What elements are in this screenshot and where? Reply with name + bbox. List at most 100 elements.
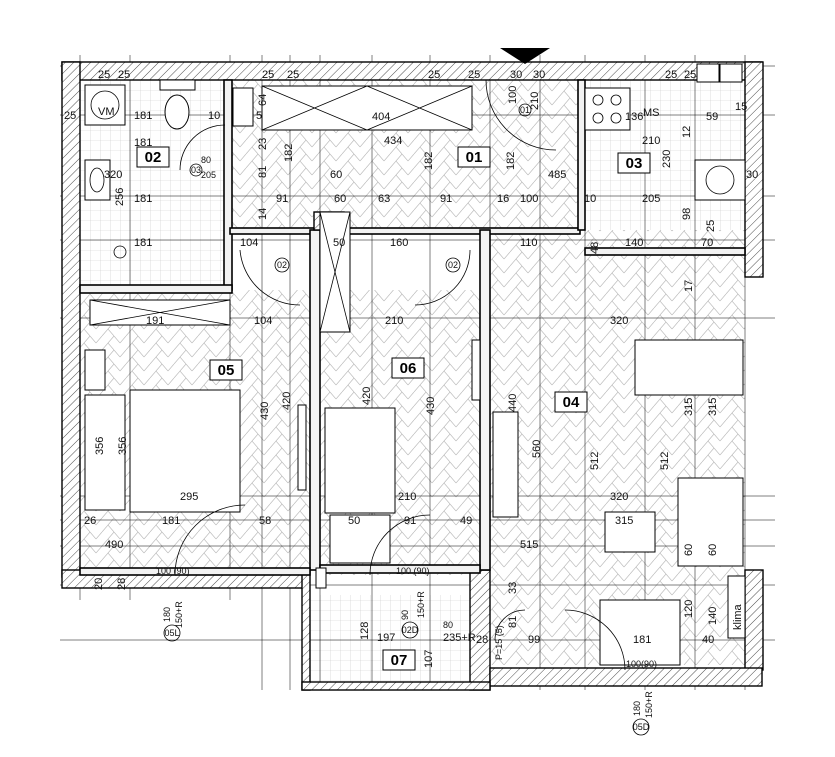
- dim-r06-49: 49: [460, 515, 472, 527]
- dim-window-c: 100(90): [626, 659, 657, 669]
- dim-r07-107: 107: [423, 650, 435, 668]
- dim-r04-17: 17: [683, 280, 695, 292]
- window-tag-05d: 05D: [633, 722, 650, 732]
- dim-r01-height: 182: [283, 144, 295, 162]
- dim-r04-120: 120: [683, 600, 695, 618]
- dim-r05-295: 295: [180, 491, 198, 503]
- dim-door-01: 100: [507, 86, 519, 104]
- dim-side-28: 28: [116, 578, 128, 590]
- room-label-03: 03: [626, 155, 643, 172]
- door-tags: 01 02 02 03 05L 02D 05D: [163, 103, 650, 736]
- dim-r05-356b: 356: [117, 437, 129, 455]
- toilet: [164, 94, 190, 130]
- dim-side-14: 14: [257, 208, 269, 220]
- dim-r07-235: 235+R: [443, 632, 476, 644]
- dim-r04-315a: 315: [683, 398, 695, 416]
- washing-machine-box: [84, 84, 126, 126]
- klima-label: klima: [732, 603, 744, 630]
- room-label-02: 02: [145, 149, 162, 166]
- dim-mid-63: 63: [378, 193, 390, 205]
- door-tag-02b: 02: [448, 260, 458, 270]
- dim-r02-w3: 181: [134, 193, 152, 205]
- dim-r03-12: 12: [681, 126, 693, 138]
- dim-r02-w4: 181: [134, 237, 152, 249]
- dim-mid-10: 10: [584, 193, 596, 205]
- dim-r07-150: 150+R: [416, 591, 426, 618]
- dim-r02-h2: 256: [114, 188, 126, 206]
- dim-top-5: 25: [428, 69, 440, 81]
- dim-r03-70: 70: [701, 237, 713, 249]
- dim-r05-490: 490: [105, 539, 123, 551]
- fixtures: [84, 63, 746, 666]
- dining-table: [634, 339, 744, 396]
- dim-side-80: 80: [201, 155, 211, 165]
- dim-r01-width: 434: [384, 135, 402, 147]
- dim-r03-59: 59: [706, 111, 718, 123]
- dim-r04-60b: 60: [707, 544, 719, 556]
- dim-r07-99: 99: [528, 634, 540, 646]
- armchair: [599, 599, 681, 666]
- door-tag-02a: 02: [277, 260, 287, 270]
- dimension-labels: 25 25 25 25 25 25 30 30 25 25 404 434 18…: [64, 69, 758, 718]
- tv-r05: [297, 404, 307, 491]
- dim-side-25: 25: [64, 110, 76, 122]
- dim-mid-91b: 91: [440, 193, 452, 205]
- dim-r05-26: 26: [84, 515, 96, 527]
- dim-r07-128: 128: [359, 622, 371, 640]
- dim-top-6: 25: [468, 69, 480, 81]
- dim-r07-28: 28: [476, 634, 488, 646]
- dim-r05-104: 104: [254, 315, 272, 327]
- dim-r04-512b: 512: [659, 452, 671, 470]
- room-label-01: 01: [466, 149, 483, 166]
- dim-row2-160: 160: [390, 237, 408, 249]
- dim-r05-58: 58: [259, 515, 271, 527]
- dim-row2-110: 110: [520, 237, 538, 249]
- dim-r05-420: 420: [281, 392, 293, 410]
- dim-mid-60: 60: [330, 169, 342, 181]
- dim-side-30: 30: [746, 169, 758, 181]
- cabinet: [232, 87, 254, 127]
- dim-r06-91: 91: [404, 515, 416, 527]
- sink: [694, 159, 746, 201]
- dim-window-150b: 150+R: [644, 691, 654, 718]
- dim-top-8: 30: [533, 69, 545, 81]
- dim-r03-15: 15: [735, 101, 747, 113]
- dim-r07-197: 197: [377, 632, 395, 644]
- dim-window-b: 100 (90): [396, 566, 430, 576]
- floor-finishes: [80, 80, 745, 685]
- dim-r03-48: 48: [589, 242, 601, 254]
- dim-side-205: 205: [201, 170, 216, 180]
- dim-mid-60b: 60: [334, 193, 346, 205]
- dim-r04-320: 320: [610, 315, 628, 327]
- dim-hall: 485: [548, 169, 566, 181]
- dim-top-7: 30: [510, 69, 522, 81]
- dim-r04-60a: 60: [683, 544, 695, 556]
- dim-r07-80: 80: [443, 620, 453, 630]
- bed-single: [324, 407, 396, 514]
- coffee-table: [604, 511, 656, 553]
- dim-top-1: 25: [98, 69, 110, 81]
- dim-r06-430: 430: [425, 397, 437, 415]
- washbasin: [84, 159, 111, 201]
- room-label-04: 04: [563, 394, 580, 411]
- dim-side-23: 23: [257, 138, 269, 150]
- tv-r06: [471, 339, 481, 401]
- washing-machine-label: VM: [98, 106, 115, 118]
- dim-r04-315b: 315: [707, 398, 719, 416]
- dim-side-5: 5: [256, 110, 262, 122]
- dim-window-a: 100 (90): [156, 566, 190, 576]
- dim-r06-210b: 210: [398, 491, 416, 503]
- dim-r06-210: 210: [385, 315, 403, 327]
- dim-door-01-h: 210: [529, 92, 541, 110]
- dim-mid-16: 16: [497, 193, 509, 205]
- dim-side-10: 10: [208, 110, 220, 122]
- dim-row2-104: 104: [240, 237, 258, 249]
- tv-unit-r04: [492, 411, 519, 518]
- door-swings: [174, 79, 626, 671]
- dim-side-81: 81: [257, 166, 269, 178]
- sofa: [677, 477, 744, 567]
- dim-r03-w: 136: [625, 111, 643, 123]
- dim-r03-w2: 210: [642, 135, 660, 147]
- dim-r01-right: 182: [423, 152, 435, 170]
